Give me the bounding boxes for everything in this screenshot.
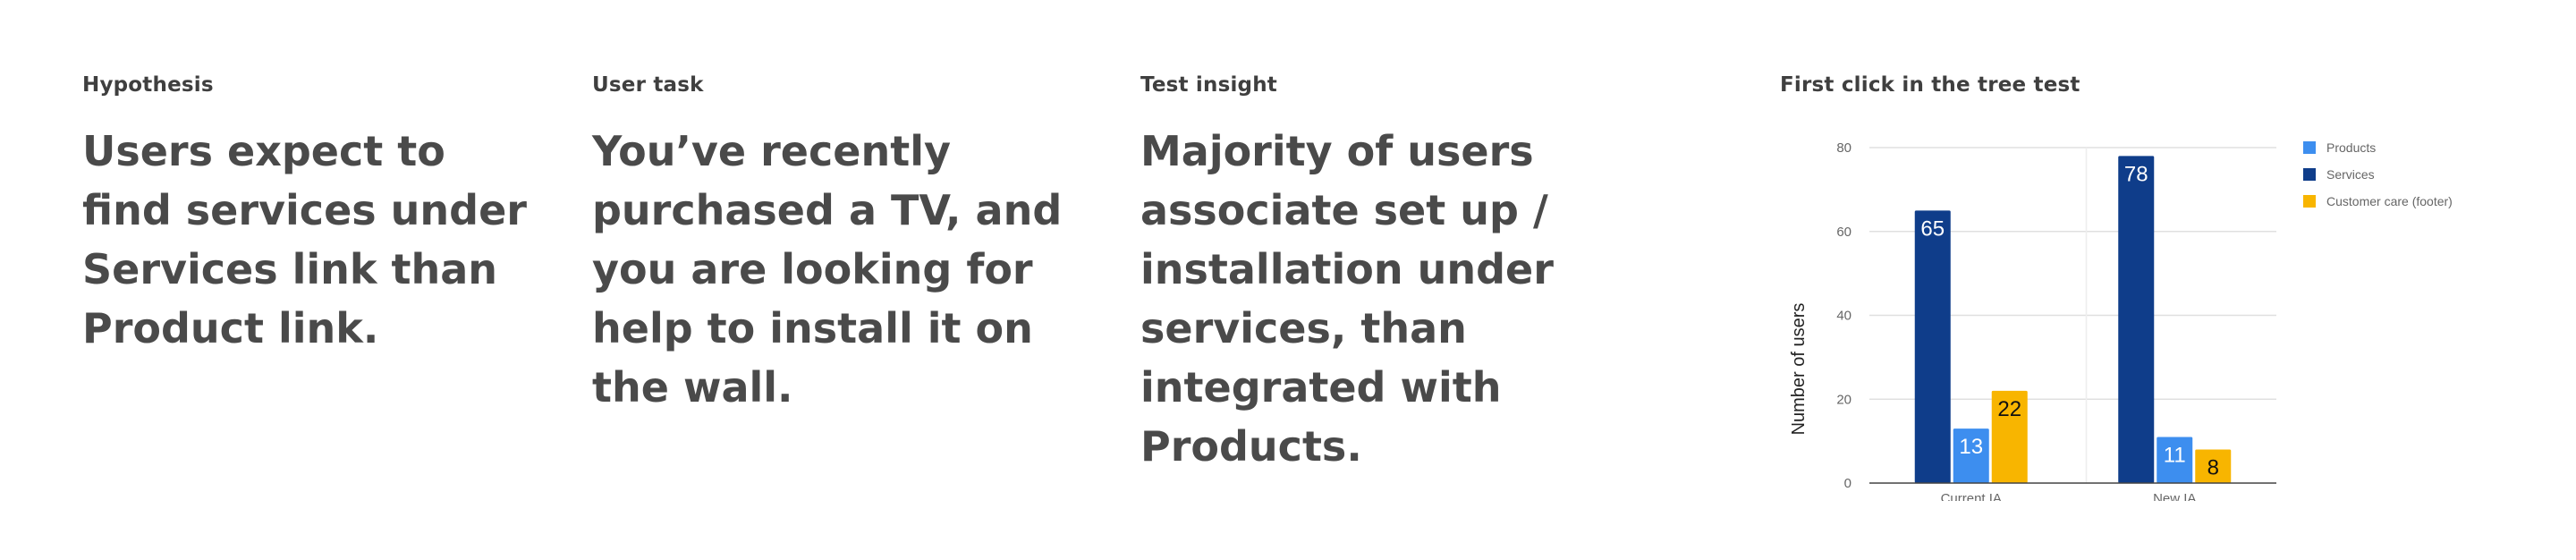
user-task-panel: User task You’ve recently purchased a TV… xyxy=(592,73,1075,417)
test-insight-label: Test insight xyxy=(1140,73,1277,97)
legend-swatch xyxy=(2303,195,2316,208)
bar xyxy=(1991,390,2028,483)
chart-panel: First click in the tree test xyxy=(1780,73,2567,97)
y-tick-label: 40 xyxy=(1836,309,1852,324)
legend-swatch xyxy=(2303,141,2316,154)
hypothesis-label: Hypothesis xyxy=(82,73,214,97)
y-tick-label: 20 xyxy=(1836,392,1852,407)
y-tick-label: 0 xyxy=(1844,476,1852,491)
y-tick-label: 80 xyxy=(1836,140,1852,156)
chart-title: First click in the tree test xyxy=(1780,73,2080,97)
hypothesis-text: Users expect to find services under Serv… xyxy=(82,127,527,352)
test-insight-panel: Test insight Majority of users associate… xyxy=(1140,73,1713,476)
y-axis-label: Number of users xyxy=(1789,303,1809,436)
user-task-text: You’ve recently purchased a TV, and you … xyxy=(592,127,1063,412)
hypothesis-panel: Hypothesis Users expect to find services… xyxy=(82,73,547,358)
bar-data-label: 65 xyxy=(1920,216,1945,241)
x-tick-label: New IA xyxy=(2153,491,2196,501)
y-tick-label: 60 xyxy=(1836,225,1852,240)
legend-label: Services xyxy=(2326,167,2375,182)
x-tick-label: Current IA xyxy=(1941,491,2002,501)
test-insight-text: Majority of users associate set up / ins… xyxy=(1140,127,1554,471)
user-task-label: User task xyxy=(592,73,704,97)
bar-data-label: 11 xyxy=(2164,443,2186,467)
bar-data-label: 13 xyxy=(1959,435,1983,459)
legend-swatch xyxy=(2303,168,2316,181)
legend-label: Customer care (footer) xyxy=(2326,194,2453,208)
legend-label: Products xyxy=(2326,140,2376,155)
bar xyxy=(2195,449,2232,483)
bar xyxy=(2157,437,2193,483)
bar-data-label: 22 xyxy=(1997,397,2021,421)
bar xyxy=(1914,210,1951,483)
bar-data-label: 78 xyxy=(2124,162,2148,186)
bar xyxy=(2118,156,2155,483)
bar xyxy=(1953,428,1989,483)
bar-data-label: 8 xyxy=(2207,456,2219,480)
